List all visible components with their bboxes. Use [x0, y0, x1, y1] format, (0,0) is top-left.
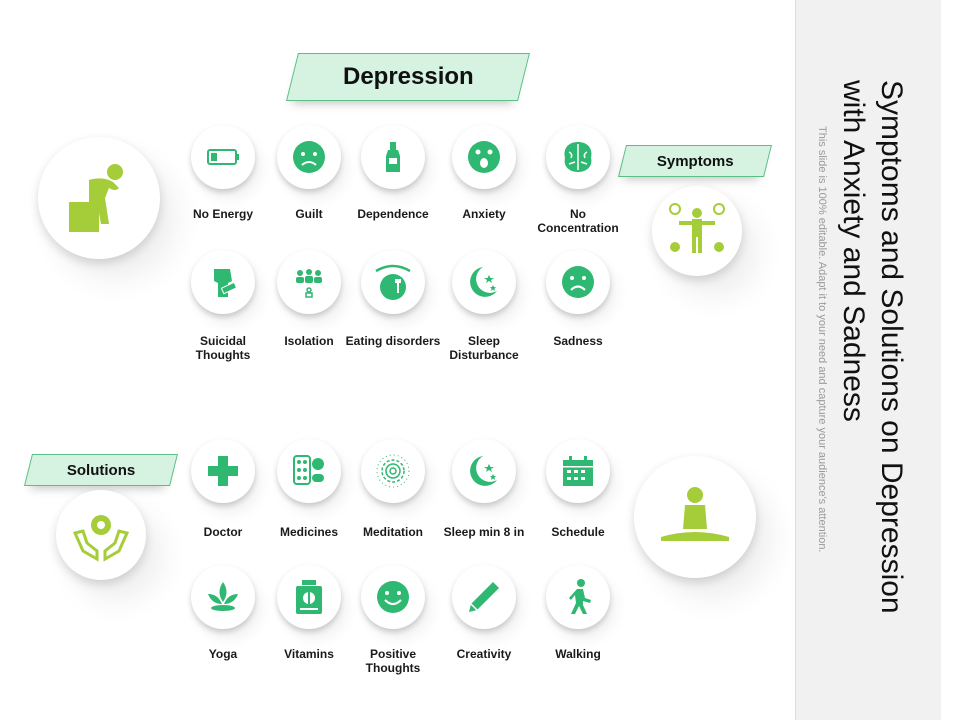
battery-low-icon: [207, 149, 239, 165]
slide-subtitle: This slide is 100% editable. Adapt it to…: [816, 126, 828, 553]
body-symptoms-icon: [669, 203, 725, 253]
symptom-item-label: Sadness: [553, 334, 603, 348]
fist-icon: [214, 269, 238, 297]
solutions-banner-label: Solutions: [66, 461, 136, 479]
caring-hands-gear-icon: [72, 515, 130, 562]
sad-face-icon: [293, 141, 325, 173]
symptom-item-label: Isolation: [284, 334, 334, 348]
meditating-person-icon: [661, 487, 729, 541]
moon-stars-icon: [470, 267, 497, 297]
solution-item-label: Schedule: [551, 525, 605, 539]
depressed-person-icon: [69, 164, 123, 232]
slide-title: Symptoms and Solutions on Depression wit…: [837, 80, 908, 614]
walking-person-icon: [569, 579, 591, 614]
solution-item-label: Vitamins: [284, 647, 334, 661]
solution-item-circle: [361, 439, 425, 503]
meditation-figure-circle: [634, 456, 756, 578]
depression-banner: Depression: [286, 53, 530, 101]
symptoms-banner-label: Symptoms: [656, 152, 734, 170]
solution-item-circle: [277, 565, 341, 629]
solution-item-label: Creativity: [456, 647, 512, 661]
solution-item-circle: [191, 565, 255, 629]
frown-icon: [562, 266, 594, 298]
anxious-face-icon: [468, 141, 500, 173]
spiral-icon: [376, 454, 410, 488]
solution-item-circle: [546, 565, 610, 629]
symptoms-banner: Symptoms: [618, 145, 772, 177]
symptom-item-label: Guilt: [295, 207, 323, 221]
bottle-icon: [386, 142, 400, 172]
symptom-item-circle: [191, 250, 255, 314]
symptom-item-label: Sleep Disturbance: [449, 334, 519, 362]
group-person-icon: [296, 269, 322, 298]
symptom-item-circle: [361, 250, 425, 314]
symptom-item-circle: [277, 125, 341, 189]
solution-item-circle: [452, 439, 516, 503]
symptom-item-circle: [361, 125, 425, 189]
lotus-icon: [208, 582, 238, 611]
symptom-item-circle: [546, 250, 610, 314]
symptom-item-label: No Concentration: [537, 207, 619, 235]
side-panel: [795, 0, 941, 720]
symptom-item-label: No Energy: [192, 207, 253, 221]
solution-item-circle: [452, 565, 516, 629]
depressed-person-circle: [38, 137, 160, 259]
calendar-icon: [563, 456, 593, 486]
symptom-item-circle: [191, 125, 255, 189]
plate-icon: [375, 264, 411, 300]
symptom-item-circle: [452, 250, 516, 314]
symptoms-figure-circle: [652, 186, 742, 276]
solution-item-label: Sleep min 8 in: [443, 525, 525, 539]
solution-item-label: Yoga: [208, 647, 238, 661]
solution-item-circle: [546, 439, 610, 503]
brain-icon: [564, 142, 592, 172]
smile-icon: [377, 581, 409, 613]
symptom-item-circle: [546, 125, 610, 189]
solution-item-label: Medicines: [279, 525, 339, 539]
solution-item-label: Positive Thoughts: [365, 647, 421, 675]
symptom-item-label: Dependence: [357, 207, 429, 221]
solution-item-label: Meditation: [363, 525, 423, 539]
solution-item-label: Doctor: [203, 525, 243, 539]
moon-stars-icon: [470, 456, 497, 486]
symptom-item-circle: [277, 250, 341, 314]
depression-banner-label: Depression: [342, 63, 474, 90]
solution-item-circle: [361, 565, 425, 629]
symptom-item-circle: [452, 125, 516, 189]
vitamin-jar-icon: [296, 580, 322, 614]
solution-item-label: Walking: [555, 647, 601, 661]
solutions-figure-circle: [56, 490, 146, 580]
medical-cross-icon: [208, 456, 238, 486]
solution-item-circle: [191, 439, 255, 503]
pencil-icon: [469, 582, 499, 612]
symptom-item-label: Eating disorders: [345, 334, 441, 348]
symptom-item-label: Anxiety: [462, 207, 506, 221]
pills-icon: [293, 455, 324, 485]
solution-item-circle: [277, 439, 341, 503]
symptom-item-label: Suicidal Thoughts: [195, 334, 251, 362]
solutions-banner: Solutions: [24, 454, 178, 486]
